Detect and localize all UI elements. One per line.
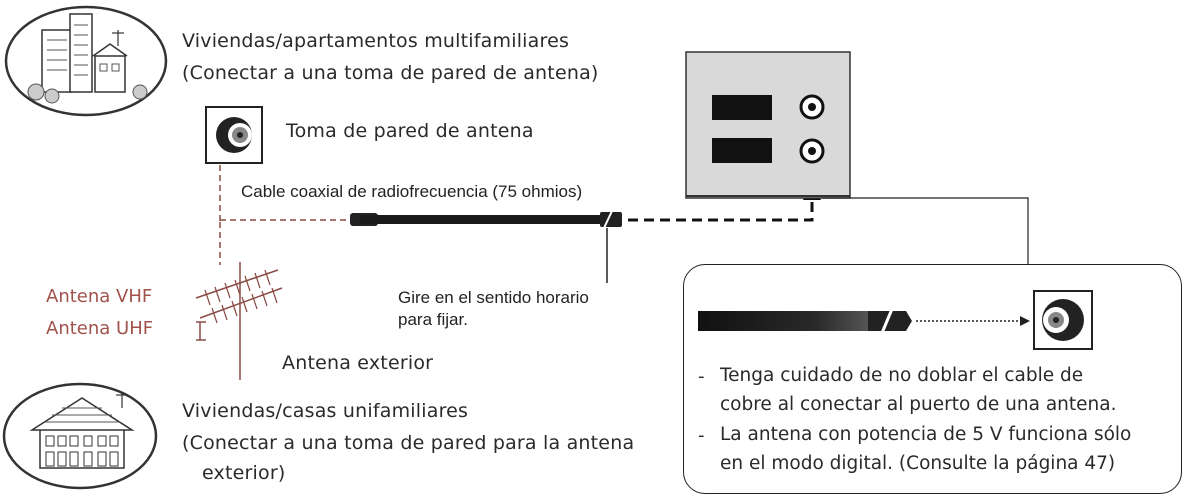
note-1-line-1: Tenga cuidado de no doblar el cable de (720, 365, 1084, 386)
note-2-line-2: en el modo digital. (Consulte la página … (720, 453, 1116, 474)
antenna-icon (195, 262, 283, 380)
note-dash: - (698, 366, 705, 387)
note-dash: - (698, 425, 705, 446)
apartment-building-icon (4, 5, 168, 117)
note-2-line-1: La antena con potencia de 5 V funciona s… (720, 424, 1132, 445)
houses-title: Viviendas/casas unifamiliares (182, 400, 469, 422)
apartments-subtitle: (Conectar a una toma de pared de antena) (182, 62, 599, 84)
coax-cable-label: Cable coaxial de radiofrecuencia (75 ohm… (241, 182, 583, 201)
wall-outlet-label: Toma de pared de antena (286, 120, 534, 142)
apartments-title: Viviendas/apartamentos multifamiliares (182, 30, 570, 52)
note-1-line-2: cobre al conectar al puerto de una anten… (720, 394, 1117, 415)
coax-cable-icon (698, 311, 868, 331)
houses-subtitle-line-1: (Conectar a una toma de pared para la an… (182, 432, 635, 454)
turn-clockwise-line-2: para fijar. (398, 310, 468, 329)
turn-clockwise-line-1: Gire en el sentido horario (398, 288, 589, 307)
cable-connection-detail (698, 290, 1093, 350)
wall-outlet-icon (205, 106, 263, 164)
outdoor-antenna-label: Antena exterior (282, 352, 434, 374)
rf-port-icon (799, 94, 825, 120)
wall-outlet-icon (1033, 290, 1093, 350)
houses-subtitle-line-2: exterior) (202, 462, 286, 484)
tv-back-panel-icon (685, 51, 851, 199)
vhf-antenna-label: Antena VHF (46, 286, 153, 307)
uhf-antenna-label: Antena UHF (46, 318, 154, 339)
house-icon (2, 382, 158, 490)
caution-callout: - Tenga cuidado de no doblar el cable de… (683, 264, 1182, 494)
rf-port-icon (799, 138, 825, 164)
coax-cable-icon (350, 210, 622, 229)
